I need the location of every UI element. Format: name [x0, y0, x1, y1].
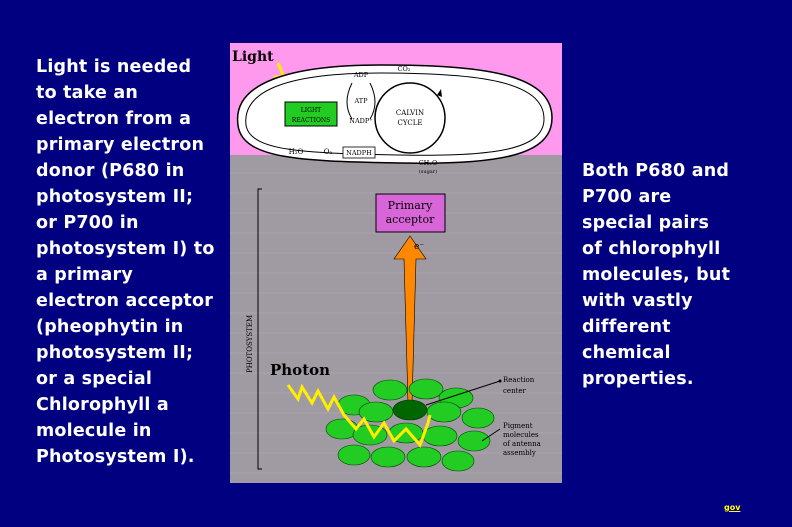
calvin-label-1: CALVIN [396, 109, 424, 117]
gov-link[interactable]: gov [724, 503, 741, 512]
reaction-center [392, 399, 428, 421]
right-explanation-text: Both P680 and P700 are special pairs of … [582, 158, 762, 392]
nadph-label: NADPH [346, 149, 372, 157]
pigment-label-2: molecules [503, 431, 539, 439]
h2o-label: H₂O [289, 148, 304, 156]
chloroplast-outline [236, 64, 553, 164]
left-text-line: photosystem II; [36, 187, 194, 207]
left-text-line: Light is needed [36, 57, 192, 77]
right-text-line: Both P680 and [582, 161, 730, 181]
right-text-line: chemical [582, 343, 671, 363]
right-text-line: with vastly [582, 291, 693, 311]
left-text-line: a primary [36, 265, 133, 285]
sugar-label: (sugar) [419, 168, 437, 175]
photosystem-figure: Light LIGHT REACTIONS CALVIN CYCLE ADP C… [230, 43, 562, 483]
light-reactions-label-2: REACTIONS [292, 117, 330, 124]
left-text-line: primary electron [36, 135, 205, 155]
light-reactions-label-1: LIGHT [301, 107, 321, 114]
right-text-line: special pairs [582, 213, 710, 233]
photosystem-label: PHOTOSYSTEM [246, 315, 254, 373]
photon-zigzag [286, 383, 432, 448]
right-text-line: properties. [582, 369, 694, 389]
right-text-line: molecules, but [582, 265, 731, 285]
co2-label: CO₂ [398, 65, 411, 73]
photon-label: Photon [270, 361, 330, 379]
reaction-center-label-2: center [503, 387, 527, 395]
light-reactions-box [284, 101, 338, 127]
left-text-line: electron acceptor [36, 291, 214, 311]
primary-acceptor-label-1: Primary [388, 199, 433, 212]
pigment-label-3: of antenna [503, 440, 541, 448]
electron-label: e⁻ [414, 242, 424, 252]
primary-acceptor-label-2: acceptor [386, 213, 435, 226]
pigment-label-4: assembly [503, 449, 536, 457]
right-text-line: different [582, 317, 671, 337]
calvin-label-2: CYCLE [398, 119, 423, 127]
left-text-line: molecule in [36, 421, 152, 441]
reaction-center-label-1: Reaction [503, 376, 535, 384]
left-text-line: electron from a [36, 109, 192, 129]
adp-label: ADP [353, 71, 369, 79]
left-text-line: (pheophytin in [36, 317, 184, 337]
left-text-line: photosystem II; [36, 343, 194, 363]
right-text-line: of chlorophyll [582, 239, 721, 259]
nadph-box [342, 146, 376, 159]
left-explanation-text: Light is needed to take an electron from… [36, 54, 226, 470]
o2-label: O₂ [324, 148, 333, 156]
ch2o-label: CH₂O [419, 159, 438, 167]
left-text-line: photosystem I) to [36, 239, 215, 259]
left-text-line: or P700 in [36, 213, 139, 233]
left-text-line: to take an [36, 83, 139, 103]
pigment-label-1: Pigment [503, 422, 533, 430]
left-text-line: or a special [36, 369, 153, 389]
left-text-line: donor (P680 in [36, 161, 185, 181]
nadp-label: NADP⁺ [349, 117, 372, 125]
calvin-cycle-circle [374, 82, 446, 154]
left-text-line: Chlorophyll a [36, 395, 169, 415]
primary-acceptor-box [375, 193, 446, 233]
left-text-line: Photosystem I). [36, 447, 195, 467]
atp-label: ATP [353, 97, 368, 105]
light-label: Light [232, 49, 274, 65]
photosystem-bracket [257, 188, 262, 470]
right-text-line: P700 are [582, 187, 672, 207]
